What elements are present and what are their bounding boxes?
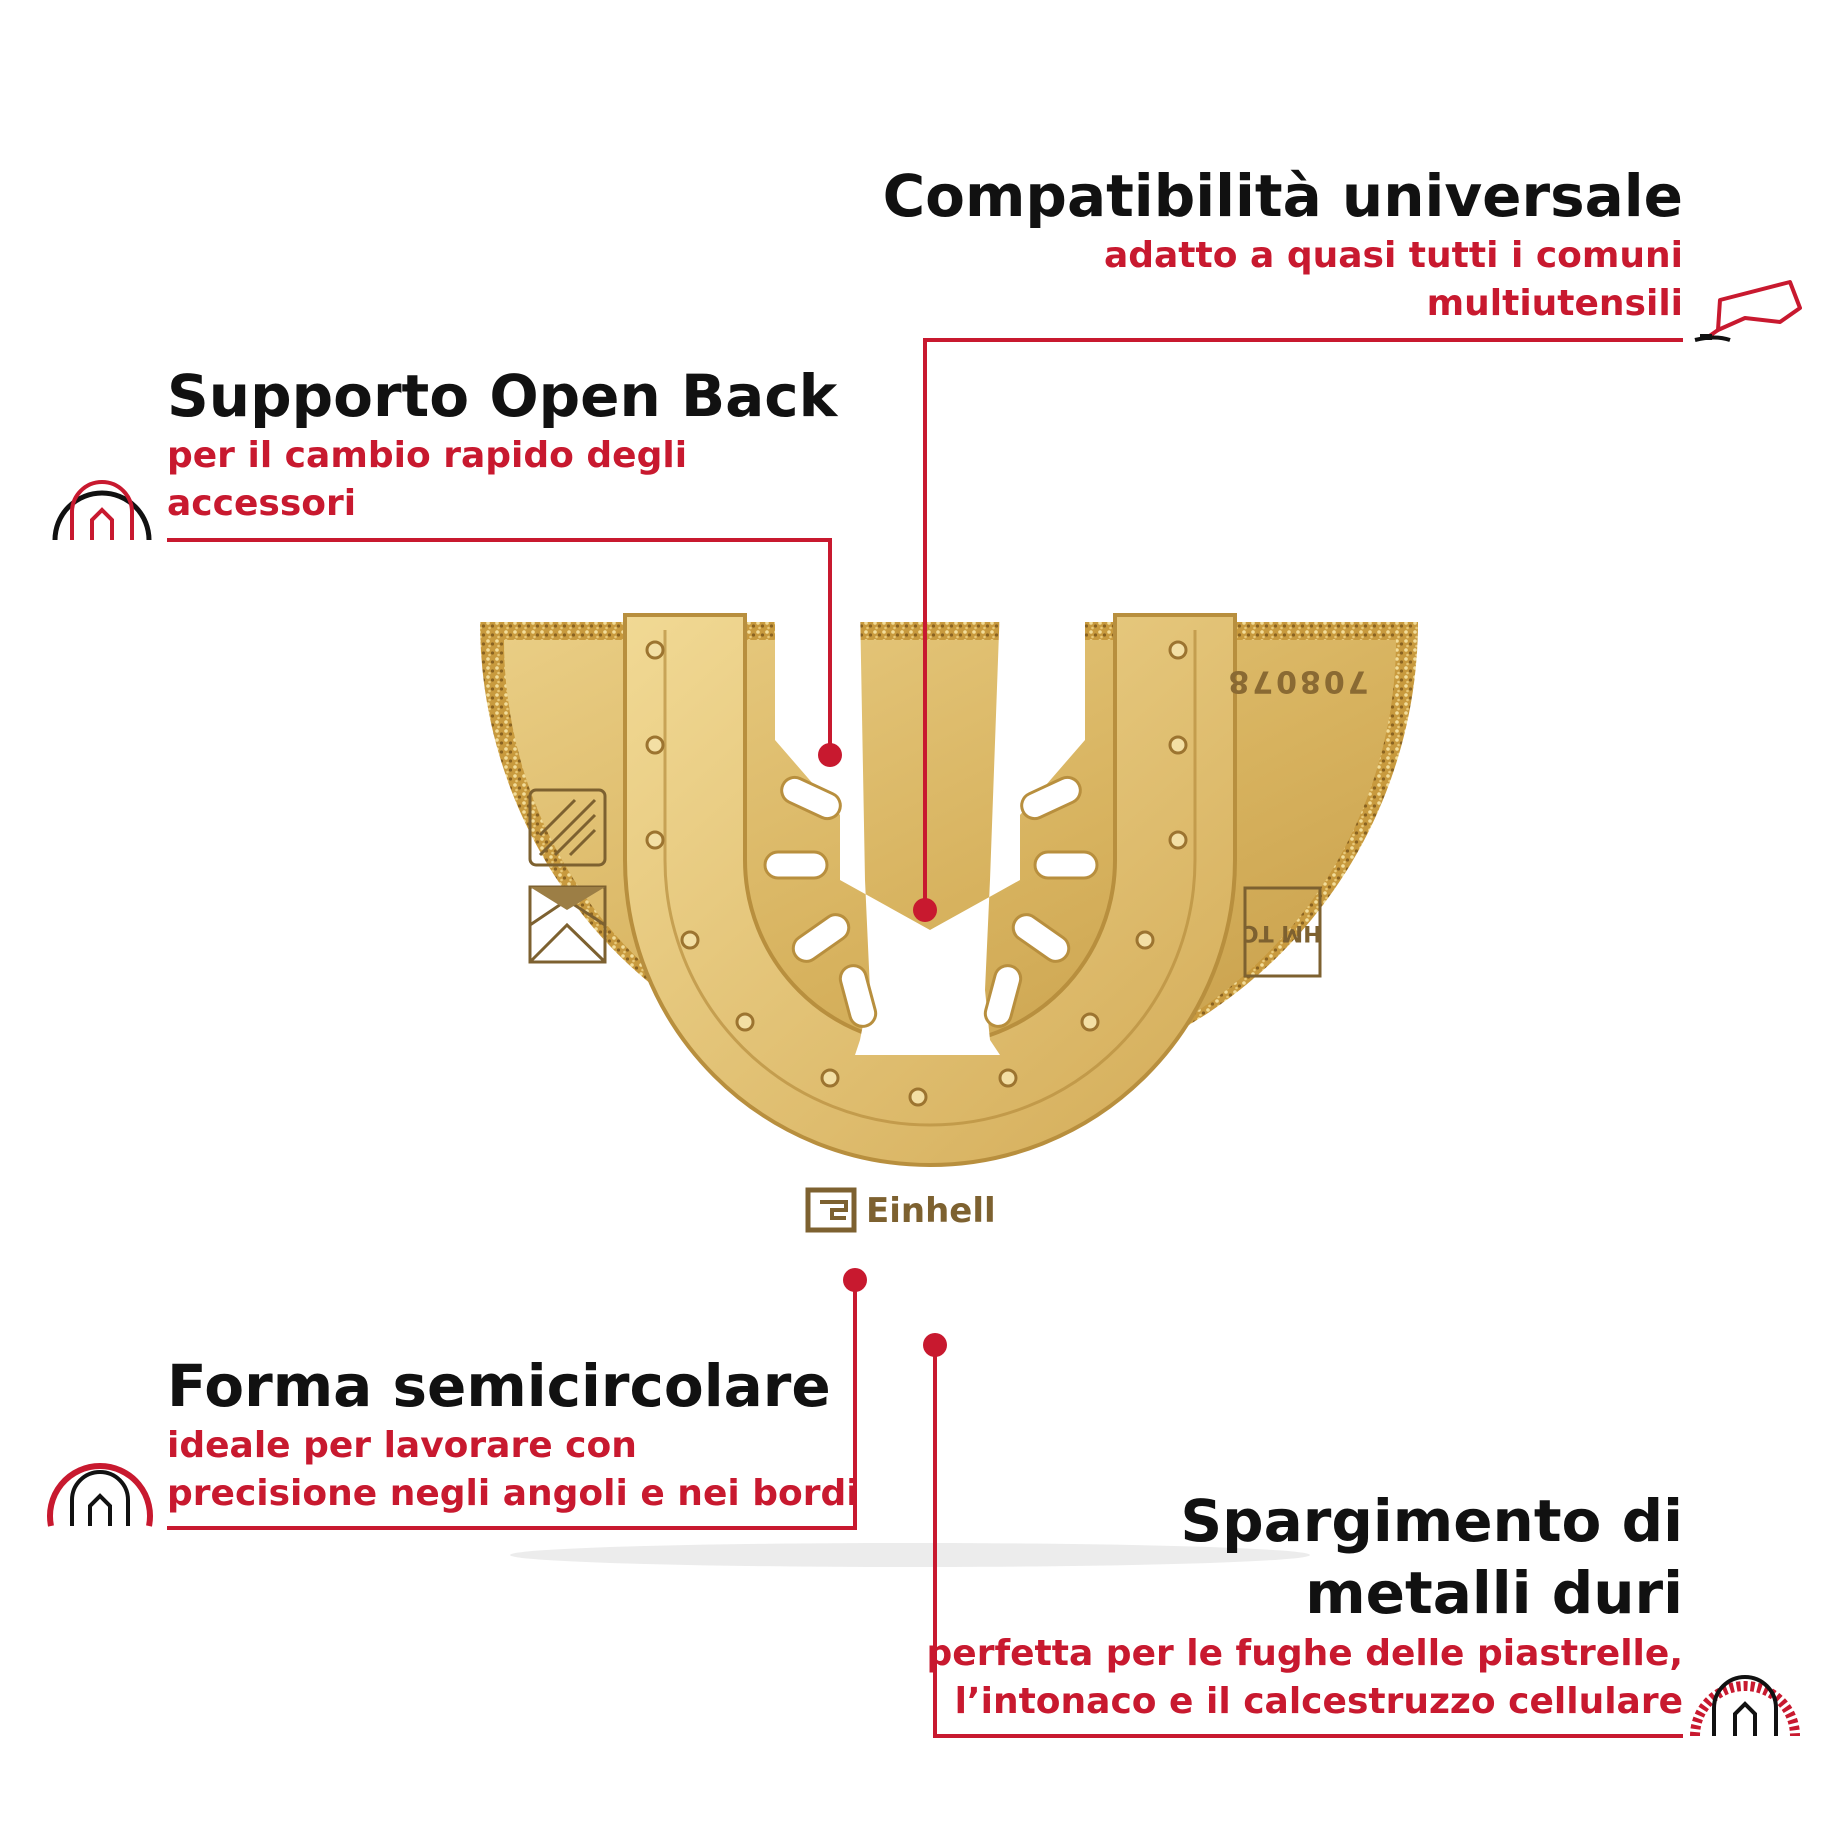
carbide-desc-line1: perfetta per le fughe delle piastrelle, (926, 1633, 1683, 1674)
brand-name: Einhell (866, 1191, 996, 1231)
einhell-logo: Einhell (805, 1187, 996, 1233)
shape-desc-line2: precisione negli angoli e nei bordi (167, 1473, 859, 1514)
compat-desc-line1: adatto a quasi tutti i comuni (1103, 235, 1683, 276)
open-back-icon (52, 480, 152, 541)
multitool-icon (1694, 280, 1802, 342)
openback-title: Supporto Open Back (167, 362, 838, 430)
openback-desc-line1: per il cambio rapido degli (167, 435, 688, 476)
mount-holes (763, 775, 1099, 1028)
hub-groove (663, 630, 1197, 1127)
dot-shape (843, 1268, 867, 1292)
product-code: 708078 (1225, 664, 1368, 699)
semicircle-icon (47, 1463, 153, 1527)
shape-title: Forma semicircolare (167, 1352, 831, 1420)
material-symbols (528, 788, 607, 964)
carbide-icon (1690, 1675, 1800, 1737)
hm-tc-box (1243, 886, 1322, 978)
compat-title: Compatibilità universale (882, 162, 1683, 230)
compat-desc-line2: multiutensili (1426, 283, 1683, 324)
callout-lines (167, 338, 1683, 1738)
center-slot (775, 605, 1085, 1055)
dot-carbide (923, 1333, 947, 1357)
carbide-title-line1: Spargimento di (1180, 1487, 1683, 1555)
carbide-desc-line2: l’intonaco e il calcestruzzo cellulare (954, 1681, 1683, 1722)
dot-openback (818, 743, 842, 767)
shape-desc-line1: ideale per lavorare con (167, 1425, 637, 1466)
blade-shadow (510, 1543, 1310, 1567)
callout-dots (818, 743, 947, 1357)
carbide-title-line2: metalli duri (1305, 1559, 1683, 1627)
hm-tc-mark: HM TC (1242, 920, 1321, 945)
rivets (645, 640, 1188, 1107)
openback-desc-line2: accessori (167, 483, 357, 524)
dot-compat (913, 898, 937, 922)
